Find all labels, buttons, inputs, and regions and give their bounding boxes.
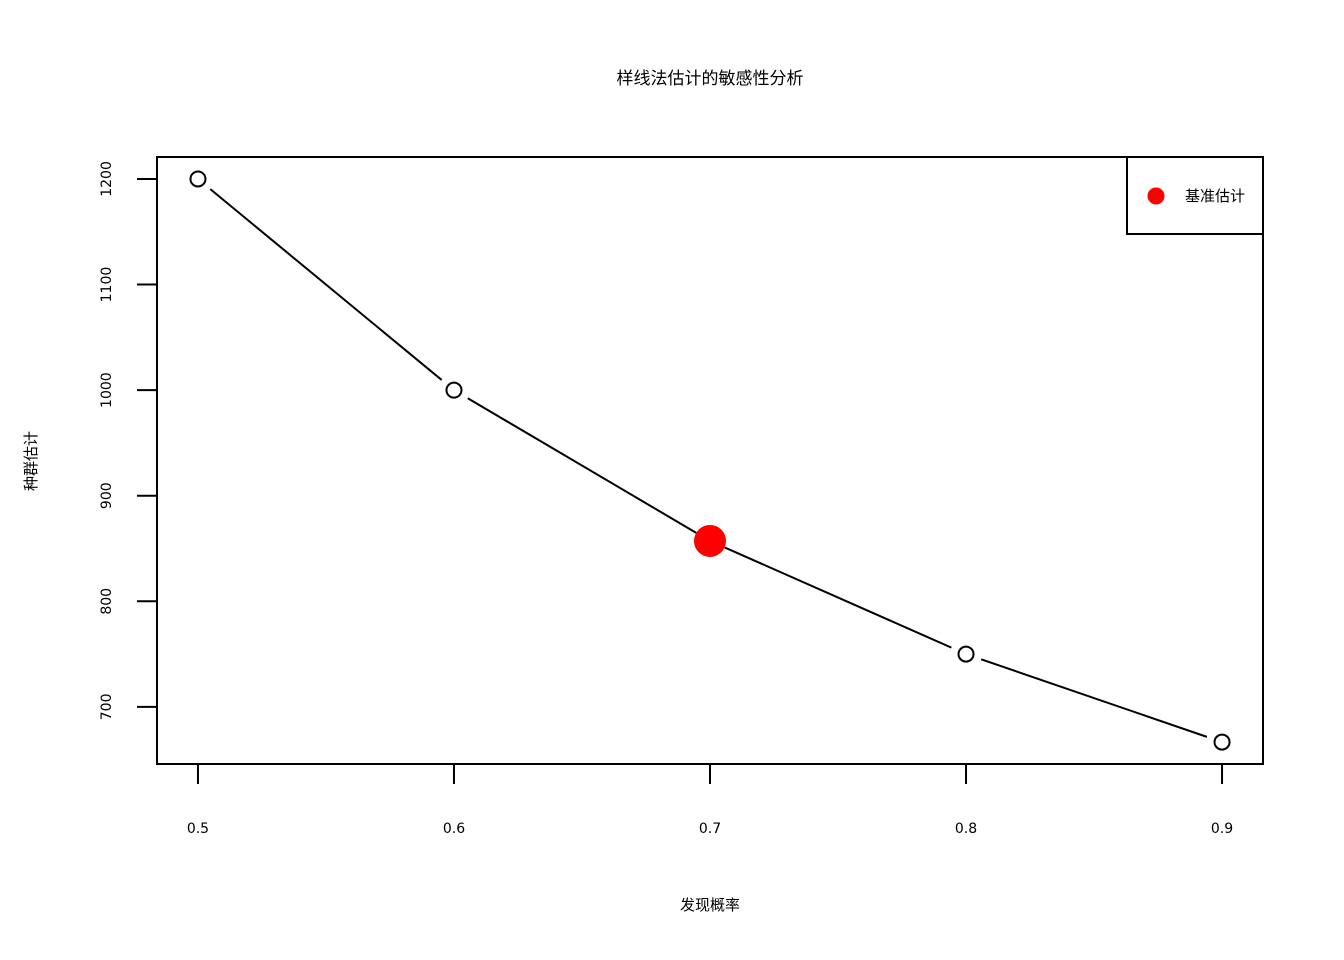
y-tick-label: 1000 [99, 372, 115, 408]
x-axis: 0.5 0.6 0.7 0.8 0.9 [187, 764, 1233, 837]
series-line-segment [467, 397, 697, 534]
legend: 基准估计 [1126, 156, 1264, 235]
y-tick-label: 1100 [99, 267, 115, 303]
data-point [189, 170, 207, 188]
y-axis: 700 800 900 1000 1100 1200 [99, 161, 157, 720]
x-tick-label: 0.6 [443, 821, 465, 837]
x-tick-label: 0.5 [187, 821, 209, 837]
x-tick-label: 0.8 [955, 821, 977, 837]
series-line-segment [209, 188, 443, 381]
series-layer [189, 170, 1231, 751]
x-tick-label: 0.7 [699, 821, 721, 837]
legend-marker-highlight [1147, 187, 1165, 205]
x-axis-label: 发现概率 [680, 896, 740, 914]
baseline-estimate-point [694, 524, 726, 557]
y-tick-label: 900 [99, 482, 115, 509]
data-point [1213, 733, 1231, 751]
data-point [957, 645, 975, 663]
series-line-segment [980, 658, 1208, 738]
series-line-segment [724, 546, 952, 649]
y-axis-label: 种群估计 [22, 431, 40, 491]
legend-label: 基准估计 [1185, 187, 1245, 205]
plot-frame [156, 156, 1264, 765]
data-point [445, 381, 463, 399]
x-tick-label: 0.9 [1211, 821, 1233, 837]
y-tick-label: 700 [99, 694, 115, 721]
y-tick-label: 1200 [99, 161, 115, 197]
chart-title: 样线法估计的敏感性分析 [617, 69, 804, 89]
y-tick-label: 800 [99, 588, 115, 615]
